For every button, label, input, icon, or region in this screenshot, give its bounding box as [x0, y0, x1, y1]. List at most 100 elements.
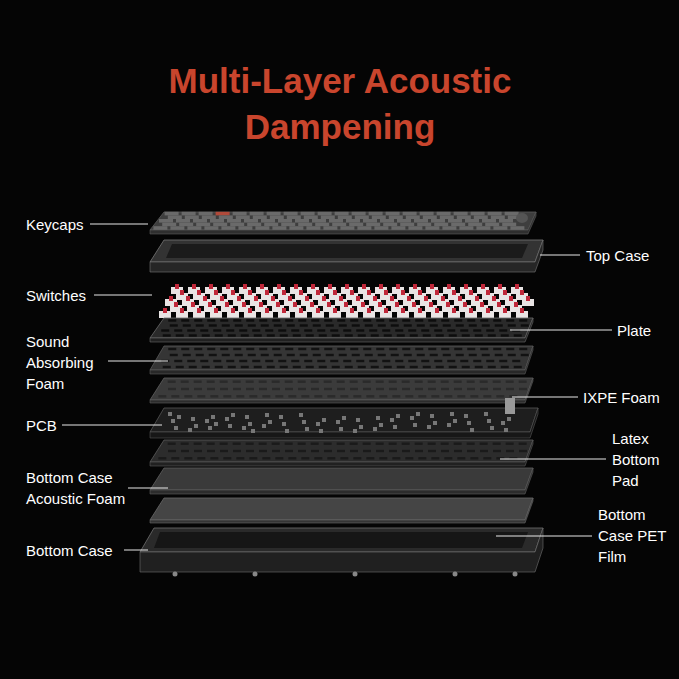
switch-stem — [175, 284, 179, 289]
cutout — [262, 457, 270, 459]
cutout — [226, 360, 234, 362]
cutout — [235, 324, 243, 326]
cutout — [483, 395, 491, 397]
pcb-component — [450, 412, 454, 416]
cutout — [469, 324, 477, 326]
keycap — [389, 215, 403, 219]
pcb-component — [376, 416, 380, 420]
switch — [443, 284, 455, 294]
cutout — [298, 380, 306, 382]
switch-stem — [197, 308, 201, 313]
keycap — [202, 215, 216, 219]
cutout — [233, 380, 241, 382]
switch — [210, 308, 222, 318]
switch-stem — [231, 290, 235, 295]
cutout — [508, 324, 516, 326]
cutout — [246, 450, 254, 452]
cutout — [418, 457, 426, 459]
cutout — [304, 360, 312, 362]
layer-face — [140, 528, 543, 552]
cutout — [402, 380, 410, 382]
part-label: Keycaps — [26, 214, 136, 235]
cutout — [215, 366, 223, 368]
switch-stem — [316, 290, 320, 295]
cutout — [314, 395, 322, 397]
cutout — [267, 334, 275, 336]
cutout — [519, 442, 527, 444]
cutout — [259, 380, 267, 382]
cutout — [261, 324, 269, 326]
cutout — [274, 354, 282, 356]
keycap — [281, 223, 295, 227]
keycap — [448, 219, 462, 223]
cutout — [519, 380, 527, 382]
keycap — [338, 215, 352, 219]
pcb-component — [225, 417, 229, 421]
keycap — [236, 215, 250, 219]
cutout — [200, 329, 208, 331]
cutout — [384, 334, 392, 336]
cutout — [363, 319, 371, 321]
cutout — [480, 380, 488, 382]
switch — [494, 284, 506, 294]
cutout — [467, 380, 475, 382]
switch-stem — [310, 302, 314, 307]
keycap — [451, 223, 465, 227]
cutout — [428, 348, 436, 350]
cutout — [365, 354, 373, 356]
keycap — [417, 223, 431, 227]
keycap — [329, 219, 343, 223]
switch — [471, 296, 483, 306]
cutout — [428, 319, 436, 321]
cutout — [428, 442, 436, 444]
cutout — [311, 380, 319, 382]
cutout — [402, 442, 410, 444]
switch-stem — [526, 296, 530, 301]
pcb-component — [390, 418, 394, 422]
cutout — [176, 366, 184, 368]
cutout — [324, 380, 332, 382]
cutout — [278, 360, 286, 362]
cutout — [262, 395, 270, 397]
switch-stem — [242, 302, 246, 307]
keycap — [250, 212, 264, 216]
cutout — [499, 360, 507, 362]
cutout — [449, 334, 457, 336]
switch — [176, 308, 188, 318]
cutout — [469, 354, 477, 356]
switch — [273, 284, 285, 294]
cutout — [241, 366, 249, 368]
cutout — [272, 348, 280, 350]
switch — [392, 284, 404, 294]
cutout — [350, 380, 358, 382]
pcb-component — [191, 417, 195, 421]
cutout — [301, 395, 309, 397]
cutout — [423, 366, 431, 368]
plate — [150, 318, 533, 342]
keycap — [264, 223, 278, 227]
part-label: Bottom Case PET Film — [598, 504, 668, 567]
layer-face — [150, 318, 533, 338]
cutout — [265, 360, 273, 362]
switch-stem — [322, 296, 326, 301]
cutout — [187, 329, 195, 331]
leader-line — [500, 459, 606, 460]
pcb-component — [379, 423, 383, 427]
cutout — [171, 457, 179, 459]
cutout — [272, 442, 280, 444]
cutout — [280, 366, 288, 368]
pcb-component — [353, 429, 357, 433]
cutout — [417, 324, 425, 326]
screw — [353, 572, 358, 577]
keycap — [386, 212, 400, 216]
cutout — [233, 319, 241, 321]
pcb-component — [359, 425, 363, 429]
keycap — [187, 226, 201, 230]
keycap — [505, 212, 519, 216]
switch-stem — [396, 284, 400, 289]
leader-line — [108, 361, 168, 362]
cutout — [482, 324, 490, 326]
keycap — [287, 215, 301, 219]
case-opening — [166, 244, 528, 258]
switch-stem — [180, 308, 184, 313]
